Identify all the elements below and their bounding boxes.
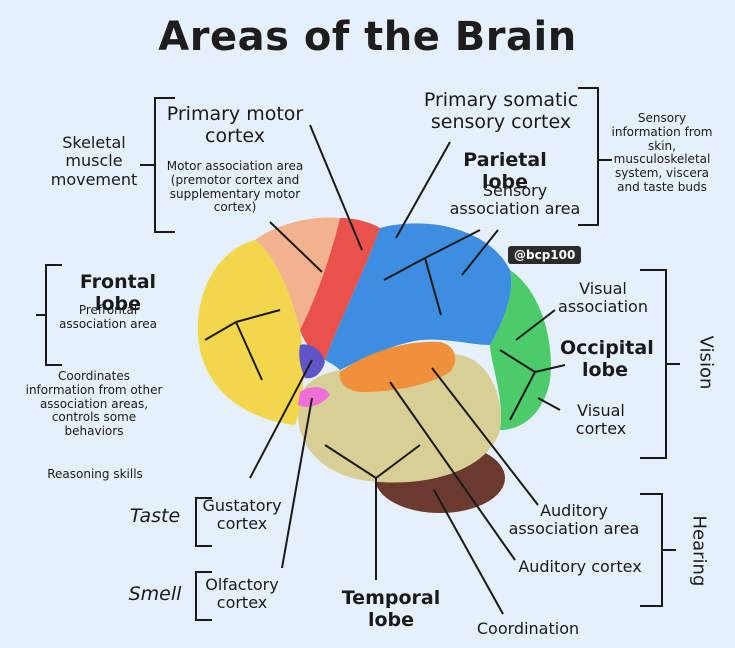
label-skeletal-muscle: Skeletal muscle movement <box>50 133 138 189</box>
leader-occipital-b <box>534 364 566 373</box>
olfactory-region <box>298 387 330 407</box>
leader-parietal-a <box>383 257 426 281</box>
premotor-region <box>255 217 340 330</box>
leader-temporal-c <box>375 444 421 479</box>
leader-somatic <box>395 141 451 239</box>
label-hearing: Hearing <box>688 515 710 587</box>
leader-temporal-b <box>324 444 377 479</box>
occipital-region <box>490 270 551 430</box>
label-occipital-lobe: Occipital lobe <box>560 337 654 381</box>
label-motor-association: Motor association area (premotor cortex … <box>166 159 304 215</box>
leader-parietal-c <box>424 229 481 259</box>
label-smell: Smell <box>128 583 182 605</box>
leader-parietal-b <box>424 257 442 316</box>
label-visual-cortex: Visual cortex <box>575 401 627 439</box>
leader-prefrontal-b <box>235 321 263 381</box>
leader-occipital-a <box>499 349 536 373</box>
leader-visual-cortex <box>537 397 561 411</box>
leader-gustatory <box>249 359 313 479</box>
bracket-gustatory <box>195 497 212 547</box>
label-frontal-lobe: Frontal lobe <box>79 271 157 315</box>
label-visual-association: Visual association <box>558 279 648 317</box>
leader-occipital-c <box>509 371 536 421</box>
leader-auditory-cortex <box>389 381 516 561</box>
label-prefrontal: Prefrontal association area <box>58 303 158 331</box>
label-gustatory: Gustatory cortex <box>202 496 282 534</box>
leader-sensory-assoc <box>461 229 499 276</box>
leader-coordination <box>433 489 504 615</box>
label-primary-motor-cortex: Primary motor cortex <box>166 103 304 147</box>
label-parietal-lobe: Parietal lobe <box>463 149 547 193</box>
leader-auditory-assoc <box>431 367 539 506</box>
leader-motor <box>309 124 363 251</box>
leader-premotor <box>269 221 323 273</box>
label-auditory-association: Auditory association area <box>508 501 640 539</box>
motor-cortex-region <box>300 218 380 360</box>
leader-prefrontal-c <box>204 321 237 341</box>
label-coordinates-info: Coordinates information from other assoc… <box>25 369 163 439</box>
label-sensory-info: Sensory information from skin, musculosk… <box>611 111 713 194</box>
label-sensory-association: Sensory association area <box>449 181 581 219</box>
label-reasoning: Reasoning skills <box>47 467 143 481</box>
watermark-badge: @bcp100 <box>508 246 582 264</box>
leader-prefrontal-a <box>235 309 281 323</box>
parietal-region <box>325 223 512 370</box>
page-title: Areas of the Brain <box>158 14 577 60</box>
frontal-lobe-region <box>197 240 304 425</box>
label-temporal-lobe: Temporal lobe <box>341 587 441 631</box>
label-primary-somatic: Primary somatic sensory cortex <box>423 89 579 133</box>
bracket-sensory <box>578 87 599 226</box>
leader-visual-assoc <box>515 309 556 341</box>
auditory-association-region <box>339 341 456 392</box>
label-vision: Vision <box>695 335 717 390</box>
label-auditory-cortex: Auditory cortex <box>518 557 642 576</box>
leader-olfactory <box>281 397 313 569</box>
bracket-olfactory <box>195 571 212 621</box>
label-taste: Taste <box>129 505 181 527</box>
label-olfactory: Olfactory cortex <box>205 575 279 613</box>
label-coordination: Coordination <box>476 619 580 638</box>
